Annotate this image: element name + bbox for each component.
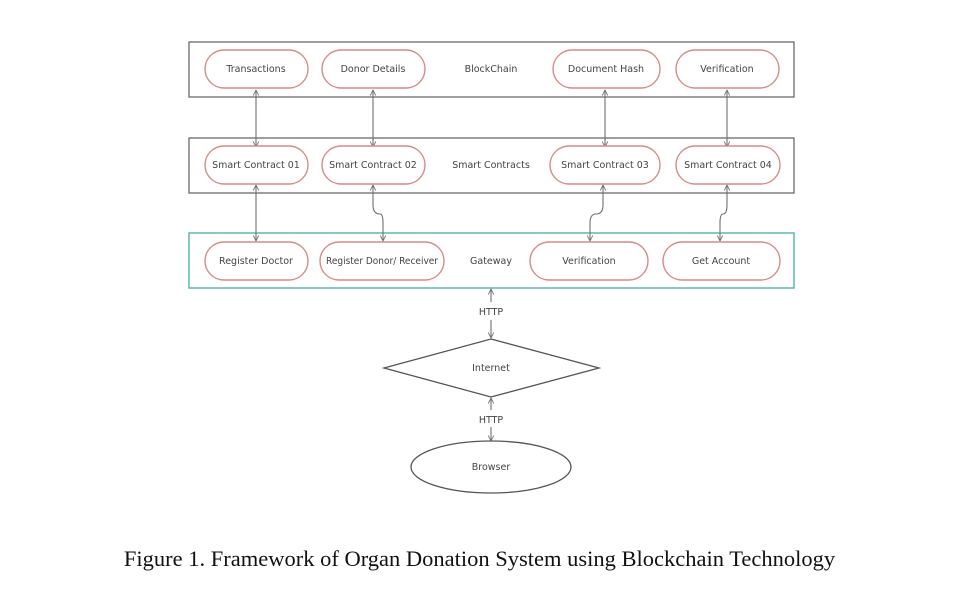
layer-connectors xyxy=(256,90,727,441)
http-label-upper: HTTP xyxy=(479,307,504,318)
register-doctor-node xyxy=(204,241,309,281)
smart-contract-02-node xyxy=(321,145,426,185)
smart-contract-01-node xyxy=(204,145,309,185)
smart-contract-02-label: Smart Contract 02 xyxy=(329,160,417,171)
gateway-verification-node xyxy=(529,241,649,281)
smart-contract-04-label: Smart Contract 04 xyxy=(684,160,772,171)
internet-node xyxy=(381,338,602,398)
smart-contract-03-node xyxy=(549,145,661,185)
gateway-layer-label: Gateway xyxy=(470,256,512,267)
blockchain-layer-label: BlockChain xyxy=(465,64,518,75)
smart-contract-04-node xyxy=(675,145,781,185)
document-hash-node xyxy=(552,49,661,89)
connector-sc03-verification xyxy=(590,185,603,241)
figure-caption: Figure 1. Framework of Organ Donation Sy… xyxy=(123,546,836,571)
gateway-verification-label: Verification xyxy=(562,256,615,267)
browser-node xyxy=(410,440,572,494)
register-donor-receiver-label: Register Donor/ Receiver xyxy=(326,256,438,267)
register-donor-receiver-node xyxy=(319,241,445,281)
smart-contract-01-label: Smart Contract 01 xyxy=(212,160,300,171)
smart-contracts-layer-label: Smart Contracts xyxy=(452,160,530,171)
verification-node xyxy=(675,49,780,89)
verification-label: Verification xyxy=(700,64,753,75)
connector-sc04-get-account xyxy=(720,185,727,241)
smart-contract-03-label: Smart Contract 03 xyxy=(561,160,649,171)
browser-label: Browser xyxy=(472,462,511,473)
transactions-label: Transactions xyxy=(225,64,285,75)
connector-sc02-register-donor xyxy=(373,185,383,241)
donor-details-node xyxy=(321,49,426,89)
register-doctor-label: Register Doctor xyxy=(219,256,293,267)
internet-label: Internet xyxy=(472,363,510,374)
document-hash-label: Document Hash xyxy=(568,64,644,75)
architecture-diagram: Transactions Donor Details BlockChain Do… xyxy=(188,41,795,494)
get-account-label: Get Account xyxy=(692,256,751,267)
donor-details-label: Donor Details xyxy=(341,64,406,75)
transactions-node xyxy=(204,49,309,89)
get-account-node xyxy=(662,241,781,281)
http-label-lower: HTTP xyxy=(479,415,504,426)
